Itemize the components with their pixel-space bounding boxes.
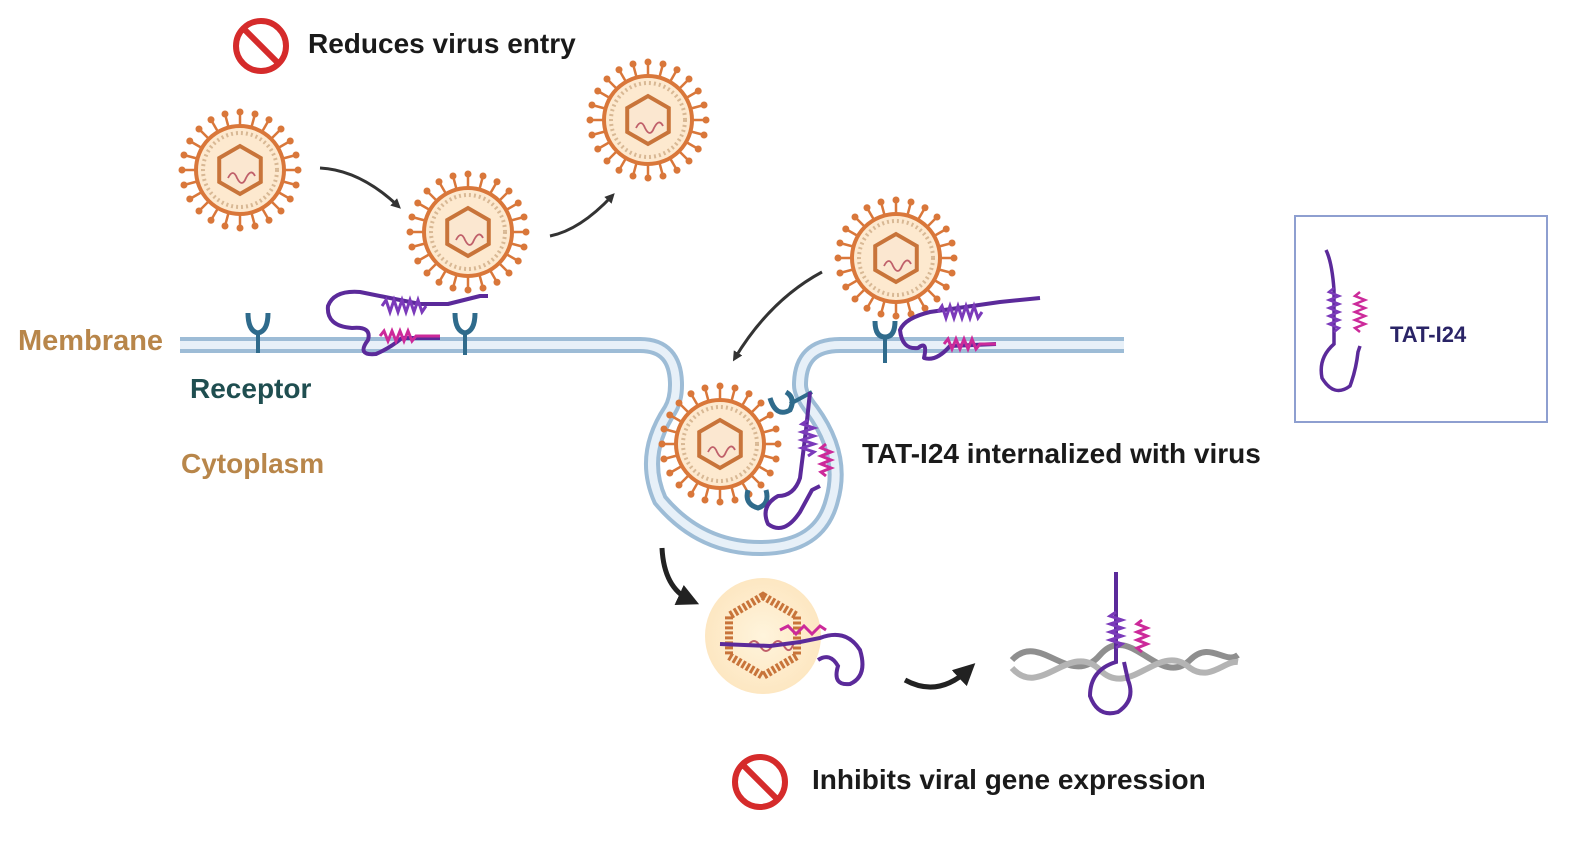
virus-icon <box>834 196 958 320</box>
legend-peptide-icon <box>1319 249 1369 393</box>
prohibit-icon <box>732 754 788 810</box>
internalized-label: TAT-I24 internalized with virus <box>862 438 1261 469</box>
inhibits-gene-expression-label: Inhibits viral gene expression <box>812 764 1206 795</box>
released-capsid <box>705 578 865 694</box>
receptor-icon <box>872 320 898 363</box>
legend-box <box>1294 215 1548 423</box>
receptor-label: Receptor <box>190 373 312 404</box>
receptor-icon <box>744 489 770 511</box>
virus-icon <box>406 170 530 294</box>
membrane-label: Membrane <box>18 325 164 357</box>
arrow-icon <box>319 166 823 362</box>
virus-icon <box>586 58 710 182</box>
reduces-virus-entry-label: Reduces virus entry <box>308 28 576 59</box>
cell-membrane <box>180 337 1124 557</box>
peptide-icon <box>325 289 488 357</box>
dna-icon <box>1009 572 1240 716</box>
prohibit-icon <box>233 18 289 74</box>
receptor-icon <box>452 312 478 355</box>
legend-label: TAT-I24 <box>1390 322 1467 347</box>
virus-icon <box>178 108 302 232</box>
peptide-icon <box>763 391 836 530</box>
peptide-icon <box>898 296 1041 361</box>
cytoplasm-label: Cytoplasm <box>181 448 325 479</box>
receptor-icon <box>245 312 271 353</box>
virus-particles <box>178 58 958 506</box>
arrow-icon <box>659 547 976 690</box>
virus-icon <box>658 382 782 506</box>
